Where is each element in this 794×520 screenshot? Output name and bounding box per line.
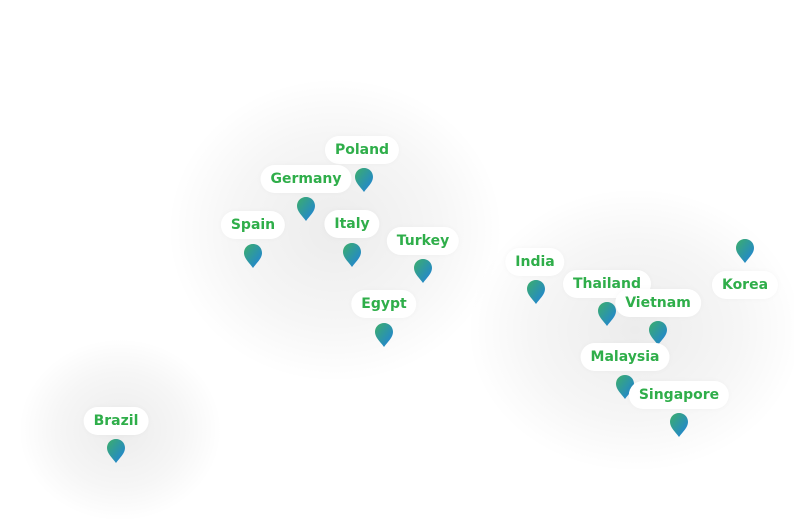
marker-label-india[interactable]: India bbox=[505, 248, 565, 276]
map-pin-icon[interactable] bbox=[342, 242, 362, 268]
map-pin-icon[interactable] bbox=[354, 167, 374, 193]
marker-label-turkey[interactable]: Turkey bbox=[386, 227, 460, 255]
marker-label-germany[interactable]: Germany bbox=[260, 165, 352, 193]
marker-label-malaysia[interactable]: Malaysia bbox=[580, 343, 670, 371]
map-pin-icon[interactable] bbox=[413, 258, 433, 284]
map-pin-icon[interactable] bbox=[735, 238, 755, 264]
map-pin-icon[interactable] bbox=[526, 279, 546, 305]
map-pin-icon[interactable] bbox=[243, 243, 263, 269]
map-pin-icon[interactable] bbox=[669, 412, 689, 438]
map-pin-icon[interactable] bbox=[296, 196, 316, 222]
marker-label-brazil[interactable]: Brazil bbox=[83, 407, 149, 435]
marker-label-egypt[interactable]: Egypt bbox=[351, 290, 417, 318]
marker-label-singapore[interactable]: Singapore bbox=[628, 381, 730, 409]
map-pin-icon[interactable] bbox=[648, 320, 668, 346]
marker-label-italy[interactable]: Italy bbox=[324, 210, 380, 238]
region-shadow-asia bbox=[470, 190, 794, 470]
map-pin-icon[interactable] bbox=[374, 322, 394, 348]
map-pin-icon[interactable] bbox=[597, 301, 617, 327]
marker-label-vietnam[interactable]: Vietnam bbox=[615, 289, 701, 317]
marker-label-spain[interactable]: Spain bbox=[220, 211, 286, 239]
marker-label-poland[interactable]: Poland bbox=[324, 136, 400, 164]
marker-label-korea[interactable]: Korea bbox=[711, 271, 779, 299]
marker-label-thailand[interactable]: Thailand bbox=[563, 270, 651, 298]
map-pin-icon[interactable] bbox=[106, 438, 126, 464]
